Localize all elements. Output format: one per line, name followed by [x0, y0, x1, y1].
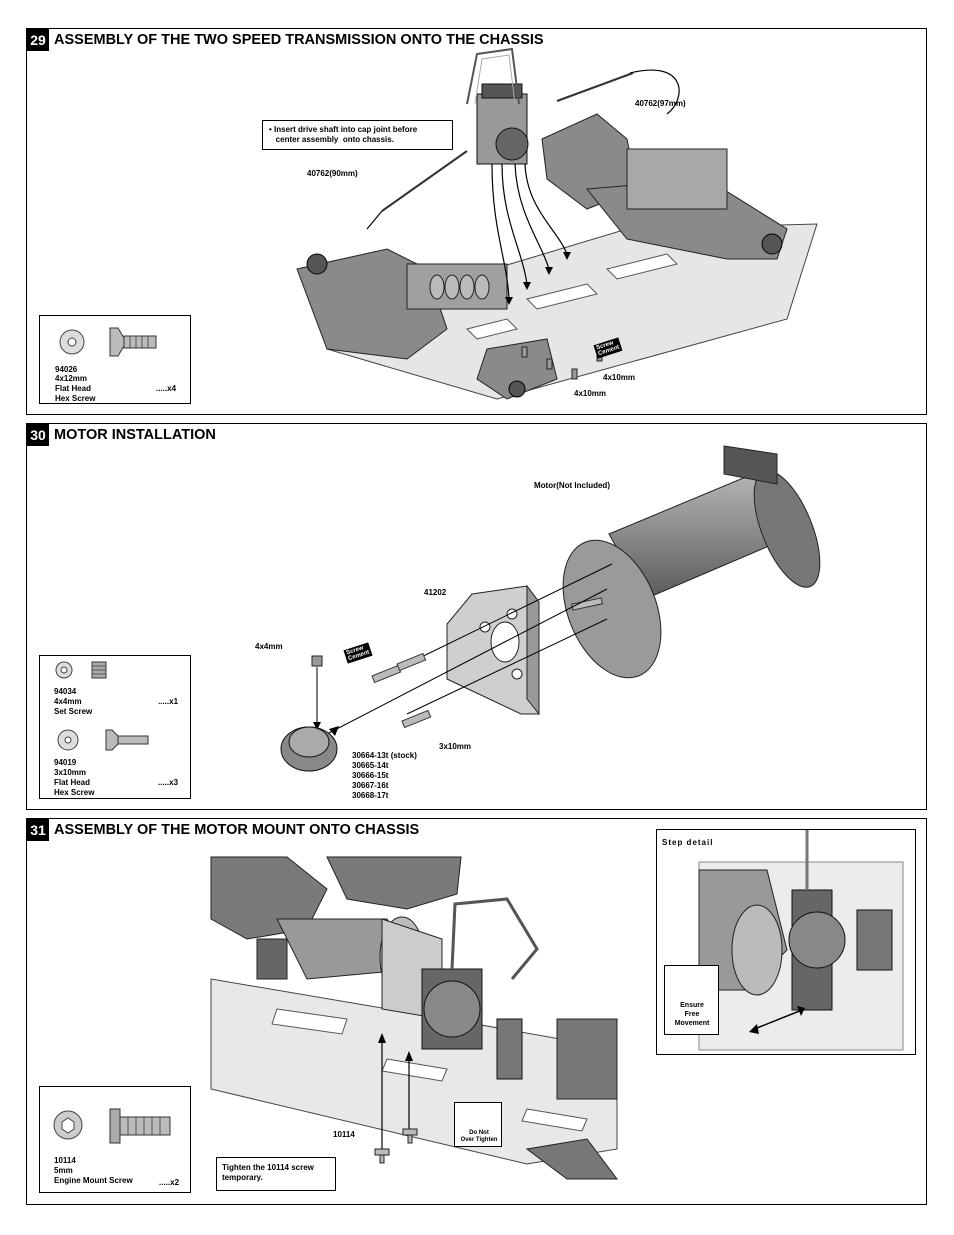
label-4x10mm-b: 4x10mm — [574, 389, 607, 398]
step-29-number: 29 — [27, 29, 49, 51]
do-not-over-tighten-box: Do Not Over Tighten — [454, 1102, 502, 1147]
part-94019-code: 94019 — [54, 758, 77, 767]
step-29-parts-box: 94026 4x12mm Flat Head .....x4 Hex Screw — [39, 315, 191, 404]
step-detail-box: Step detail Ensure Free Movement — [656, 829, 916, 1055]
part-94026-code: 94026 — [55, 365, 78, 374]
step-31-panel: 31 ASSEMBLY OF THE MOTOR MOUNT ONTO CHAS… — [26, 818, 927, 1205]
parts-icons — [55, 661, 149, 751]
ensure-free-movement-box: Ensure Free Movement — [664, 965, 719, 1035]
tighten-note-box: Tighten the 10114 screw temporary. — [216, 1157, 336, 1191]
label-41202: 41202 — [424, 588, 447, 597]
drive-shaft-note: • Insert drive shaft into cap joint befo… — [262, 120, 453, 150]
part-10114-name: Engine Mount Screw — [54, 1176, 133, 1185]
step-31-number: 31 — [27, 819, 49, 841]
step-31-parts-box: 10114 5mm Engine Mount Screw .....x2 — [39, 1086, 191, 1193]
step-30-panel: 30 MOTOR INSTALLATION — [26, 423, 927, 810]
step-29-title: ASSEMBLY OF THE TWO SPEED TRANSMISSION O… — [54, 32, 544, 48]
step-detail-illustration — [698, 830, 904, 1051]
part-94026-size: 4x12mm — [55, 374, 88, 383]
part-10114-code: 10114 — [54, 1156, 76, 1165]
label-motor: Motor(Not Included) — [534, 481, 610, 490]
motor-mount-chassis-illustration — [210, 856, 618, 1180]
motor-installation-illustration — [280, 445, 821, 772]
label-40762-90mm: 40762(90mm) — [307, 169, 358, 178]
part-94019-qty: .....x3 — [158, 778, 179, 787]
pinion-13t: 30664-13t (stock) — [352, 751, 417, 760]
label-4x10mm-a: 4x10mm — [603, 373, 636, 382]
pinion-16t: 30667-16t — [352, 781, 389, 790]
part-10114-size: 5mm — [54, 1166, 73, 1175]
step-detail-title: Step detail — [662, 838, 714, 847]
part-94034-size: 4x4mm — [54, 697, 82, 706]
transmission-chassis-illustration — [296, 47, 818, 400]
label-4x4mm: 4x4mm — [255, 642, 283, 651]
step-30-parts-box: 94034 4x4mm .....x1 Set Screw 94019 3x10… — [39, 655, 191, 799]
pinion-14t: 30665-14t — [352, 761, 389, 770]
part-94019-size: 3x10mm — [54, 768, 87, 777]
part-94034-qty: .....x1 — [158, 697, 179, 706]
label-40762-97mm: 40762(97mm) — [635, 99, 686, 108]
part-94034-name: Set Screw — [54, 707, 93, 716]
part-94026-qty: .....x4 — [156, 384, 177, 393]
part-94026-name1: Flat Head — [55, 384, 92, 393]
ensure-free-movement-text: Ensure Free Movement — [674, 1002, 710, 1027]
step-30-number: 30 — [27, 424, 49, 446]
step-29-panel: 29 ASSEMBLY OF THE TWO SPEED TRANSMISSIO… — [26, 28, 927, 415]
engine-mount-screw-icon — [53, 1108, 171, 1144]
part-94026-name2: Hex Screw — [55, 394, 96, 403]
step-31-title: ASSEMBLY OF THE MOTOR MOUNT ONTO CHASSIS — [54, 822, 420, 838]
pinion-17t: 30668-17t — [352, 791, 389, 800]
part-94034-code: 94034 — [54, 687, 77, 696]
part-10114-qty: .....x2 — [159, 1178, 180, 1187]
label-3x10mm: 3x10mm — [439, 742, 472, 751]
part-94019-name2: Hex Screw — [54, 788, 95, 797]
tighten-note-text: Tighten the 10114 screw temporary. — [222, 1163, 314, 1182]
label-10114: 10114 — [333, 1130, 355, 1139]
flat-head-screw-icon — [59, 327, 157, 357]
pinion-15t: 30666-15t — [352, 771, 389, 780]
part-94019-name1: Flat Head — [54, 778, 91, 787]
do-not-over-tighten-text: Do Not Over Tighten — [460, 1130, 498, 1143]
drive-shaft-note-text: • Insert drive shaft into cap joint befo… — [269, 125, 418, 144]
step-30-title: MOTOR INSTALLATION — [54, 427, 216, 443]
